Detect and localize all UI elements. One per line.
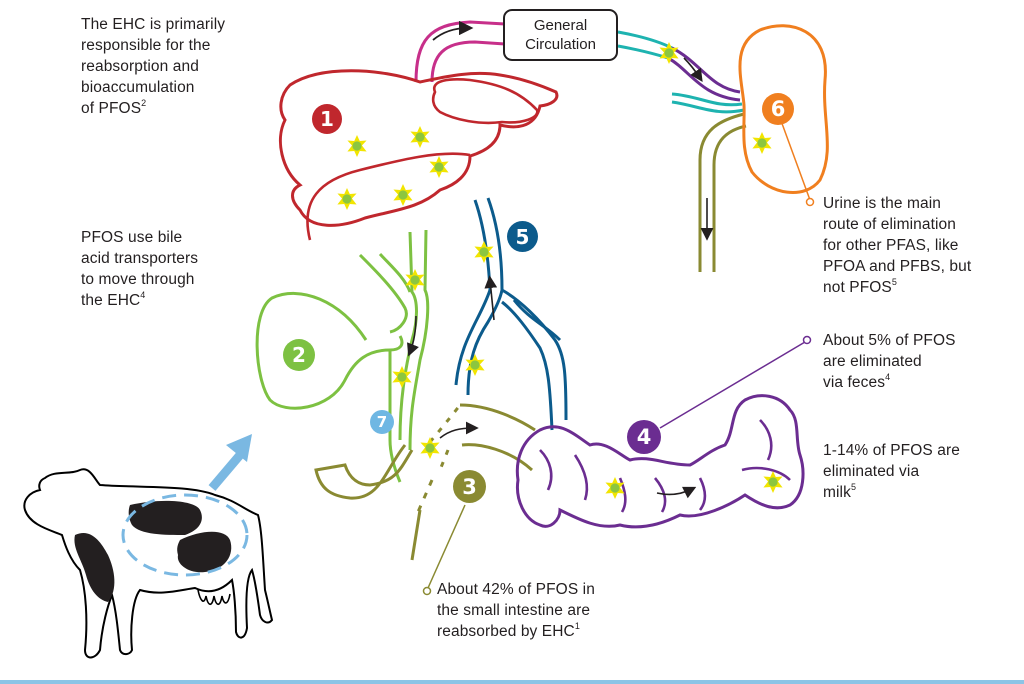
kidney — [738, 24, 829, 194]
cow-spot — [128, 500, 202, 535]
small-intestine-leader-dot — [422, 586, 432, 596]
reference-superscript: 2 — [141, 98, 147, 108]
bottom-divider — [0, 680, 1024, 684]
note-ehc-main: The EHC is primarily responsible for the… — [81, 16, 226, 117]
small-intestine-leader-line — [427, 504, 466, 589]
large-intestine-folds — [539, 419, 791, 513]
flow-arrow-to-circulation — [432, 20, 474, 41]
marker-5-portal-vein: 5 — [507, 221, 538, 252]
portal-vein — [454, 197, 568, 431]
ureter — [698, 112, 747, 272]
cow-illustration — [23, 468, 274, 659]
cow-outline — [23, 468, 274, 659]
marker-3-small-intestine: 3 — [453, 470, 486, 503]
marker-7-bile-duct: 7 — [370, 410, 394, 434]
pfos-marker — [752, 132, 772, 154]
liver-lobe-line — [306, 152, 471, 241]
note-feces: About 5% of PFOS are eliminated via fece… — [823, 332, 956, 391]
note-milk: 1-14% of PFOS are eliminated via milk5 — [823, 442, 960, 501]
reference-superscript: 4 — [140, 290, 146, 300]
flow-arrow-reabsorption — [439, 421, 479, 439]
flow-arrow-to-kidney — [683, 57, 703, 82]
pfos-marker — [474, 241, 494, 263]
flow-arrow-portal — [484, 275, 498, 321]
reference-superscript: 5 — [850, 482, 857, 492]
reference-superscript: 4 — [885, 372, 891, 382]
zoom-arrow — [208, 434, 252, 491]
reference-superscript: 1 — [574, 621, 580, 631]
kidney-leader-dot — [805, 197, 815, 207]
kidney-leader-line — [779, 117, 811, 201]
cow-digestive-highlight — [121, 493, 249, 577]
cow-udder — [197, 589, 231, 606]
cow-spot — [74, 532, 115, 602]
flow-arrow-colon — [656, 486, 697, 499]
marker-4-large-intestine: 4 — [627, 420, 661, 454]
liver-right-lobe — [431, 78, 539, 125]
flow-arrow-bile — [407, 315, 419, 357]
liver — [278, 69, 559, 227]
reference-superscript: 5 — [891, 277, 897, 287]
large-intestine — [515, 394, 805, 529]
pfos-marker — [420, 437, 440, 459]
marker-2-gallbladder: 2 — [283, 339, 315, 371]
cow-spot — [177, 531, 232, 573]
note-reabsorbed: About 42% of PFOS in the small intestine… — [437, 581, 595, 640]
general-circulation-label: General Circulation — [525, 17, 596, 53]
large-intestine-leader-line — [659, 341, 806, 429]
gallbladder — [255, 229, 430, 483]
small-intestine — [314, 403, 536, 561]
note-urine: Urine is the main route of elimination f… — [823, 195, 972, 296]
large-intestine-leader-dot — [802, 335, 812, 345]
marker-1-liver: 1 — [312, 104, 342, 134]
renal-artery — [617, 30, 745, 114]
marker-6-kidney: 6 — [762, 93, 794, 125]
general-circulation-box: General Circulation — [503, 9, 618, 61]
note-bile-transport: PFOS use bile acid transporters to move … — [81, 229, 199, 309]
pfos-marker — [392, 366, 412, 388]
